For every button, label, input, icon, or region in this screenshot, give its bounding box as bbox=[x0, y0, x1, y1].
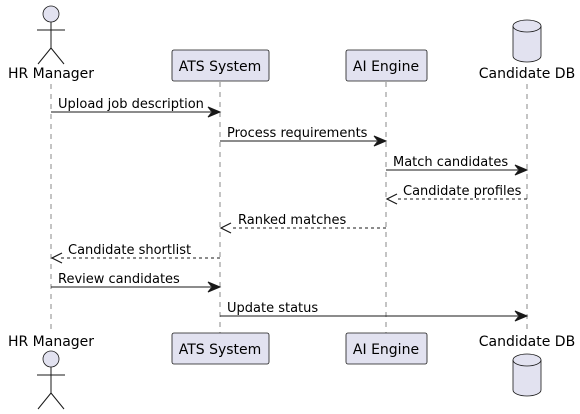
participant-label: ATS System bbox=[179, 342, 262, 358]
message-label: Ranked matches bbox=[238, 213, 347, 228]
message-update-status: Update status bbox=[220, 301, 529, 322]
message-candidate-profiles: Candidate profiles bbox=[385, 184, 527, 205]
participant-box bbox=[345, 49, 428, 82]
message-label: Candidate shortlist bbox=[68, 243, 191, 258]
participant-ats-system-top: ATS System bbox=[171, 49, 270, 82]
arrowhead-icon bbox=[219, 222, 232, 234]
participant-label: ATS System bbox=[179, 59, 262, 75]
message-match-candidates: Match candidates bbox=[386, 155, 529, 176]
participant-ai-engine-top: AI Engine bbox=[345, 49, 428, 82]
arrowhead-icon bbox=[373, 135, 388, 147]
message-label: Upload job description bbox=[58, 97, 204, 112]
participant-label: HR Manager bbox=[8, 66, 94, 82]
message-label: Process requirements bbox=[227, 126, 368, 141]
message-label: Update status bbox=[227, 301, 318, 316]
arrowhead-icon bbox=[385, 193, 398, 205]
actor-icon bbox=[37, 350, 65, 410]
arrowhead-icon bbox=[50, 252, 63, 264]
message-review-candidates: Review candidates bbox=[51, 272, 222, 293]
participant-box bbox=[171, 49, 270, 82]
message-ranked-matches: Ranked matches bbox=[219, 213, 386, 234]
message-candidate-shortlist: Candidate shortlist bbox=[50, 243, 220, 264]
message-label: Review candidates bbox=[58, 272, 180, 287]
participant-candidate-db-bottom: Candidate DB bbox=[479, 334, 575, 397]
arrowhead-icon bbox=[514, 164, 529, 176]
message-label: Candidate profiles bbox=[403, 184, 522, 199]
database-icon bbox=[512, 19, 542, 63]
arrowhead-icon bbox=[207, 106, 222, 118]
participant-hr-manager-bottom: HR Manager bbox=[8, 334, 94, 410]
participant-box bbox=[171, 332, 270, 365]
message-label: Match candidates bbox=[393, 155, 508, 170]
participant-candidate-db-top: Candidate DB bbox=[479, 19, 575, 82]
message-upload-job-description: Upload job description bbox=[51, 97, 222, 118]
actor-icon bbox=[37, 5, 65, 65]
participant-label: AI Engine bbox=[353, 342, 419, 358]
database-icon bbox=[512, 353, 542, 397]
participant-label: HR Manager bbox=[8, 334, 94, 350]
participant-label: AI Engine bbox=[353, 59, 419, 75]
participant-label: Candidate DB bbox=[479, 334, 575, 350]
participant-ats-system-bottom: ATS System bbox=[171, 332, 270, 365]
participant-label: Candidate DB bbox=[479, 66, 575, 82]
participant-hr-manager-top: HR Manager bbox=[8, 5, 94, 82]
arrowhead-icon bbox=[514, 310, 529, 322]
participant-ai-engine-bottom: AI Engine bbox=[345, 332, 428, 365]
message-process-requirements: Process requirements bbox=[220, 126, 388, 147]
participant-box bbox=[345, 332, 428, 365]
arrowhead-icon bbox=[207, 281, 222, 293]
